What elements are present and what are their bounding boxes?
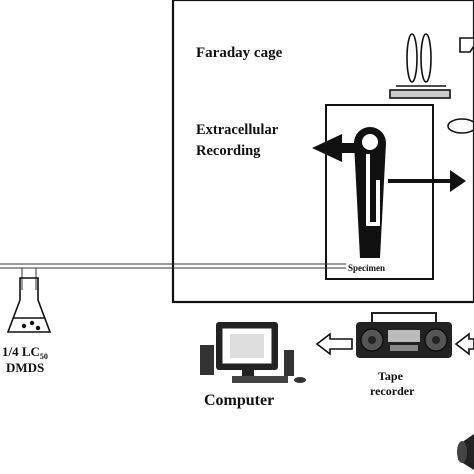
right-arrow-icon: [388, 170, 466, 192]
recording-chamber-box: [325, 104, 434, 280]
boombox-icon: [356, 312, 452, 358]
extracellular-label-line1: Extracellular: [196, 122, 279, 138]
tape-label-line2: recorder: [370, 384, 415, 398]
computer-label: Computer: [204, 392, 274, 409]
perfusion-tube: [0, 263, 346, 290]
dmds-label: DMDS: [6, 360, 44, 375]
computer-icon: [200, 322, 306, 383]
hollow-arrow-icon-right: [454, 332, 474, 356]
flask-icon: [6, 277, 52, 333]
dose-label: 1/4 LC50: [2, 344, 48, 361]
specimen-label: Specimen: [348, 263, 385, 273]
electrode-icon: [354, 127, 386, 258]
extracellular-label-line2: Recording: [196, 143, 261, 159]
faraday-cage-label: Faraday cage: [196, 45, 283, 61]
tape-label-line1: Tape: [378, 369, 404, 383]
faraday-cage-box: [171, 0, 474, 304]
speaker-icon: [457, 434, 474, 470]
left-arrow-icon: [312, 134, 356, 162]
hollow-arrow-icon: [315, 332, 353, 356]
microscope-icon: [389, 33, 474, 134]
